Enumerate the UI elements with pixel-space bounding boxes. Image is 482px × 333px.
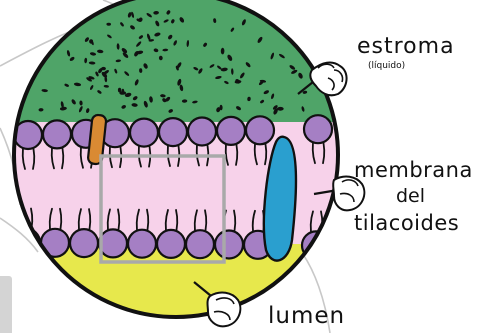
label-membrana: membrana xyxy=(354,160,473,181)
phospholipid-head xyxy=(130,119,158,147)
phospholipid-head xyxy=(70,229,98,257)
phospholipid-head xyxy=(188,118,216,146)
phospholipid-head xyxy=(157,230,185,258)
phospholipid-head xyxy=(159,118,187,146)
label-liquido: (líquido) xyxy=(368,62,405,71)
phospholipid-head xyxy=(246,116,274,144)
label-tilacoides: tilacoides xyxy=(354,213,459,234)
phospholipid-head xyxy=(304,115,332,143)
phospholipid-head xyxy=(186,230,214,258)
side-panel-tab[interactable] xyxy=(0,276,12,333)
phospholipid-head xyxy=(128,230,156,258)
label-estroma: estroma xyxy=(357,36,455,58)
label-lumen: lumen xyxy=(268,305,345,328)
label-del: del xyxy=(396,187,425,206)
stroma-region xyxy=(0,0,482,128)
phospholipid-head xyxy=(99,229,127,257)
phospholipid-head xyxy=(215,231,243,259)
phospholipid-head xyxy=(217,117,245,145)
phospholipid-head xyxy=(43,120,71,148)
